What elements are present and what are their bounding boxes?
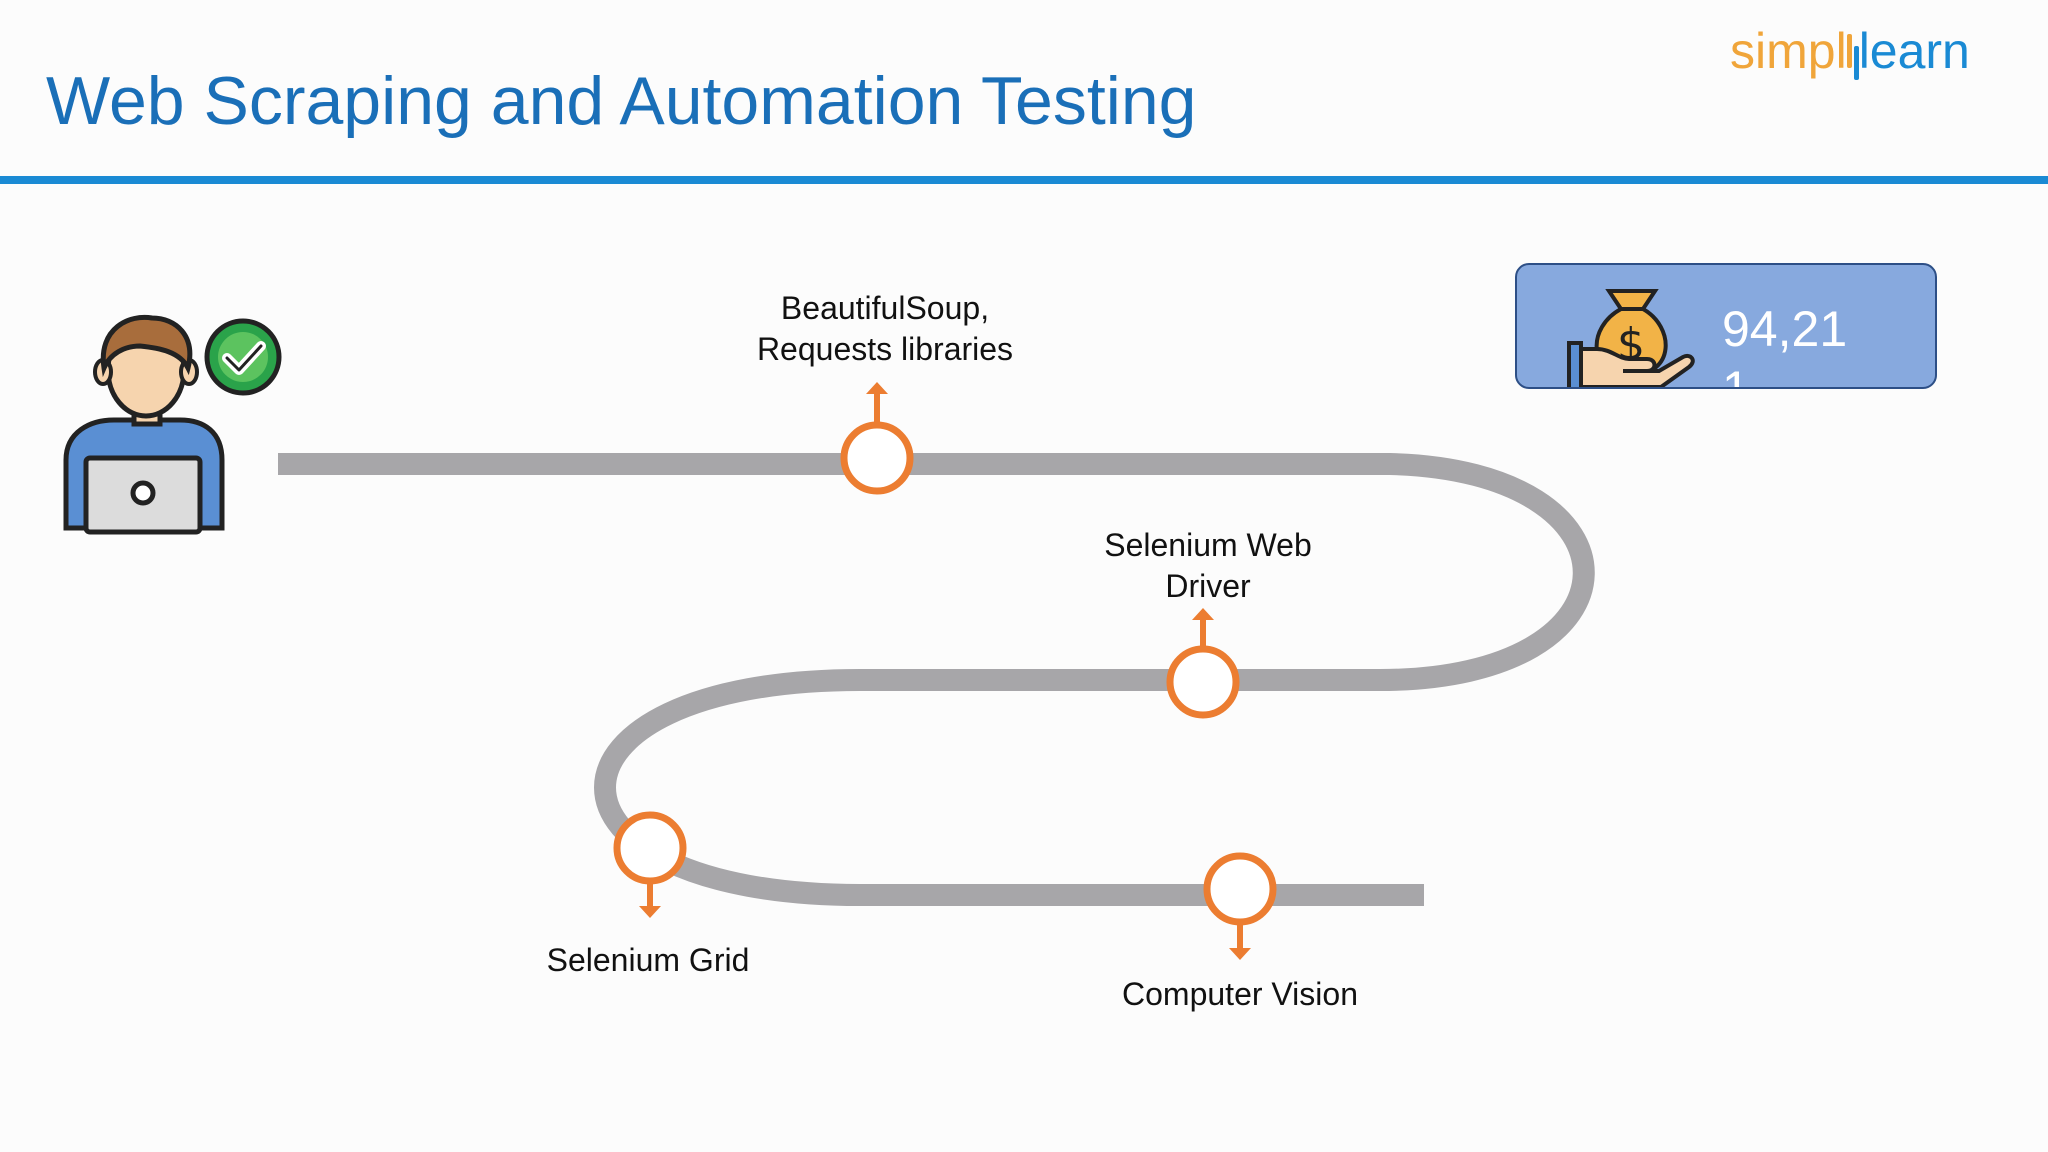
check-circle-icon (204, 318, 282, 396)
roadmap-road (278, 453, 1595, 906)
money-stat-card: $ 94,211 (1515, 263, 1937, 389)
milestone-label-beautifulsoup: BeautifulSoup, Requests libraries (756, 290, 1014, 367)
milestone-marker (1166, 608, 1240, 719)
milestone-label-computer-vision: Computer Vision (1122, 976, 1358, 1012)
milestone-marker (613, 811, 687, 918)
money-value: 94,211 (1722, 301, 1848, 389)
milestone-label-selenium-grid: Selenium Grid (546, 942, 750, 978)
milestone-marker (840, 382, 914, 495)
money-bag-hand-icon: $ (1567, 289, 1695, 387)
header-divider (0, 176, 2048, 184)
developer-laptop-icon (63, 314, 225, 535)
milestone-label-selenium-webdriver: Selenium Web Driver (1104, 527, 1312, 604)
page-title: Web Scraping and Automation Testing (46, 63, 1197, 139)
milestone-marker (1203, 852, 1277, 960)
logo-separator (1846, 20, 1859, 80)
